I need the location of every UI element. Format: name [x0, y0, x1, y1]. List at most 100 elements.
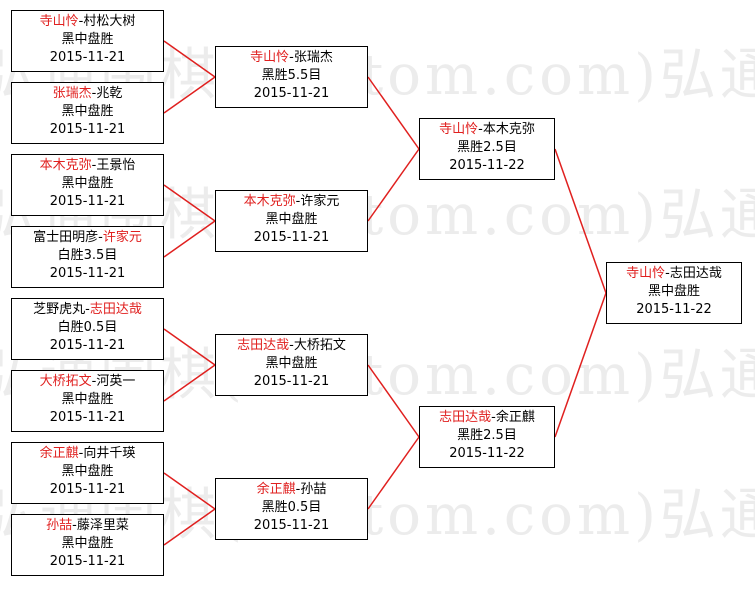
match-date: 2015-11-22	[636, 302, 712, 317]
match-players: 寺山怜-张瑞杰	[216, 49, 367, 67]
match-players: 寺山怜-志田达哉	[607, 265, 741, 283]
bracket-connector-line	[554, 148, 607, 294]
match-result: 黑中盘胜	[61, 104, 114, 119]
player-separator: -	[91, 86, 97, 101]
match-date: 2015-11-21	[253, 374, 330, 389]
player-white: 志田达哉	[669, 266, 722, 281]
player-white: 志田达哉	[89, 302, 142, 317]
bracket-connector-line	[163, 328, 216, 366]
match-result: 黑中盘胜	[61, 464, 114, 479]
match-players: 芝野虎丸-志田达哉	[12, 301, 163, 319]
match-players: 余正麒-向井千瑛	[12, 445, 163, 463]
player-white: 河英一	[96, 374, 136, 389]
match-result: 黑中盘胜	[265, 212, 318, 227]
player-black: 志田达哉	[237, 338, 290, 353]
player-separator: -	[491, 410, 496, 425]
player-black: 寺山怜	[250, 50, 290, 65]
player-separator: -	[91, 374, 97, 389]
player-separator: -	[98, 230, 103, 245]
player-separator: -	[91, 158, 97, 173]
player-separator: -	[78, 14, 84, 29]
player-white: 余正麒	[495, 410, 535, 425]
player-white: 许家元	[300, 194, 340, 209]
player-white: 大桥拓文	[293, 338, 346, 353]
player-black: 芝野虎丸	[33, 302, 86, 317]
match-date: 2015-11-21	[49, 50, 126, 65]
match-result: 黑胜2.5目	[457, 140, 517, 155]
bracket-connector-line	[163, 184, 216, 222]
bracket-connector-line	[367, 148, 420, 222]
match-date: 2015-11-21	[49, 194, 126, 209]
match-date: 2015-11-21	[49, 482, 126, 497]
player-black: 志田达哉	[439, 410, 492, 425]
player-white: 王景怡	[96, 158, 136, 173]
match-date: 2015-11-21	[49, 122, 126, 137]
player-black: 余正麒	[256, 482, 296, 497]
match-result: 黑中盘胜	[647, 284, 700, 299]
player-black: 寺山怜	[626, 266, 666, 281]
match-result: 黑中盘胜	[265, 356, 318, 371]
player-white: 许家元	[102, 230, 142, 245]
bracket-connector-line	[163, 220, 216, 258]
bracket-connector-line	[554, 292, 607, 438]
bracket-connector-line	[367, 364, 420, 438]
match-result: 黑中盘胜	[61, 176, 114, 191]
player-white: 孙喆	[300, 482, 327, 497]
bracket-connector-line	[367, 436, 420, 510]
match-result: 黑中盘胜	[61, 536, 114, 551]
player-black: 大桥拓文	[39, 374, 92, 389]
player-black: 寺山怜	[439, 122, 479, 137]
bracket-connector-line	[367, 76, 420, 150]
match-date: 2015-11-21	[49, 554, 126, 569]
player-separator: -	[72, 518, 77, 533]
match-result: 黑胜2.5目	[457, 428, 517, 443]
match-date: 2015-11-21	[253, 518, 330, 533]
player-white: 本木克弥	[482, 122, 535, 137]
player-separator: -	[85, 302, 90, 317]
bracket-connector-line	[163, 508, 216, 546]
match-players: 大桥拓文-河英一	[12, 373, 163, 391]
match-date: 2015-11-21	[49, 338, 126, 353]
player-black: 余正麒	[39, 446, 79, 461]
match-date: 2015-11-21	[49, 410, 126, 425]
match-players: 寺山怜-本木克弥	[420, 121, 554, 139]
match-players: 张瑞杰-兆乾	[12, 85, 163, 103]
player-black: 本木克弥	[243, 194, 296, 209]
bracket-connector-line	[163, 364, 216, 402]
match-result: 白胜0.5目	[57, 320, 118, 335]
match-result: 黑胜0.5目	[261, 500, 322, 515]
match-players: 寺山怜-村松大树	[12, 13, 163, 31]
match-date: 2015-11-22	[449, 158, 525, 173]
match-result: 黑中盘胜	[61, 392, 114, 407]
player-separator: -	[295, 482, 301, 497]
bracket-connector-line	[163, 472, 216, 510]
player-separator: -	[78, 446, 84, 461]
match-players: 富士田明彦-许家元	[12, 229, 163, 247]
player-white: 兆乾	[96, 86, 123, 101]
player-white: 向井千瑛	[83, 446, 136, 461]
match-players: 本木克弥-许家元	[216, 193, 367, 211]
player-black: 富士田明彦	[33, 230, 99, 245]
match-players: 余正麒-孙喆	[216, 481, 367, 499]
match-players: 志田达哉-余正麒	[420, 409, 554, 427]
player-black: 寺山怜	[39, 14, 79, 29]
match-date: 2015-11-21	[49, 266, 126, 281]
match-date: 2015-11-21	[253, 86, 330, 101]
player-separator: -	[478, 122, 483, 137]
player-white: 村松大树	[83, 14, 136, 29]
player-separator: -	[289, 338, 294, 353]
player-separator: -	[665, 266, 670, 281]
player-white: 张瑞杰	[293, 50, 333, 65]
